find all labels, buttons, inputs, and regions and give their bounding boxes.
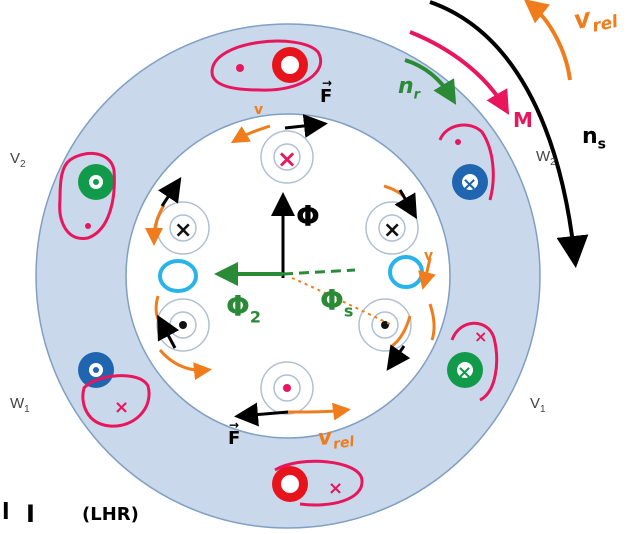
stator-rotation-arrow <box>429 0 589 268</box>
force-arrows <box>157 114 418 427</box>
label-m: M <box>513 108 533 132</box>
vrel-top-arrow <box>523 0 572 81</box>
label-v-small-right: v <box>424 248 434 264</box>
svg-text:×: × <box>474 327 487 346</box>
label-lhr: (LHR) <box>82 504 139 525</box>
label-w2: W2 <box>536 148 556 168</box>
label-phi: Φ <box>296 200 320 233</box>
label-v2: V2 <box>10 150 26 170</box>
flux-phis-arrow <box>282 268 356 276</box>
label-v-small-top: v <box>254 102 264 118</box>
label-rule-l: l <box>2 500 10 525</box>
stator-conductor-top <box>210 39 322 92</box>
label-vrel-bottom: vrel <box>316 424 356 453</box>
rotor-conductor-lower-left <box>156 298 210 352</box>
resultant-dotted <box>291 277 393 326</box>
stator-conductor-w2: × <box>438 123 495 201</box>
svg-text:×: × <box>174 218 192 243</box>
stator-conductor-v1: × × <box>447 321 499 402</box>
svg-text:×: × <box>383 218 401 243</box>
label-force-top: →F <box>320 76 333 107</box>
svg-text:×: × <box>277 145 297 173</box>
rotor-conductor-bottom <box>260 361 314 415</box>
svg-text:×: × <box>328 478 343 499</box>
rotor-speed-arrow <box>404 58 457 105</box>
svg-text:×: × <box>462 174 477 195</box>
label-w1: W1 <box>10 395 30 415</box>
label-phi2: Φ2 <box>226 290 261 327</box>
label-phis: Φs <box>320 284 354 321</box>
label-rule-i: I <box>26 500 35 528</box>
stator-conductor-w1: × <box>78 352 151 428</box>
label-nr: nr <box>398 74 421 103</box>
label-ns: ns <box>582 124 607 153</box>
rotor-conductor-upper-left: × <box>156 201 210 255</box>
svg-text:×: × <box>457 362 472 383</box>
rotor-conductor-cyan-left <box>158 259 198 293</box>
stator-conductor-bottom: × <box>272 459 364 507</box>
label-force-bottom: →F <box>228 418 241 449</box>
rotor-current-arrows <box>145 124 436 421</box>
rotor-conductor-top: × <box>260 130 314 184</box>
rotor-conductor-lower-right <box>358 298 412 352</box>
stator-conductor-v2 <box>58 151 116 240</box>
label-v1: V1 <box>530 395 546 415</box>
torque-arrow <box>409 30 510 115</box>
rotor-area <box>125 113 451 439</box>
svg-text:×: × <box>114 397 129 418</box>
